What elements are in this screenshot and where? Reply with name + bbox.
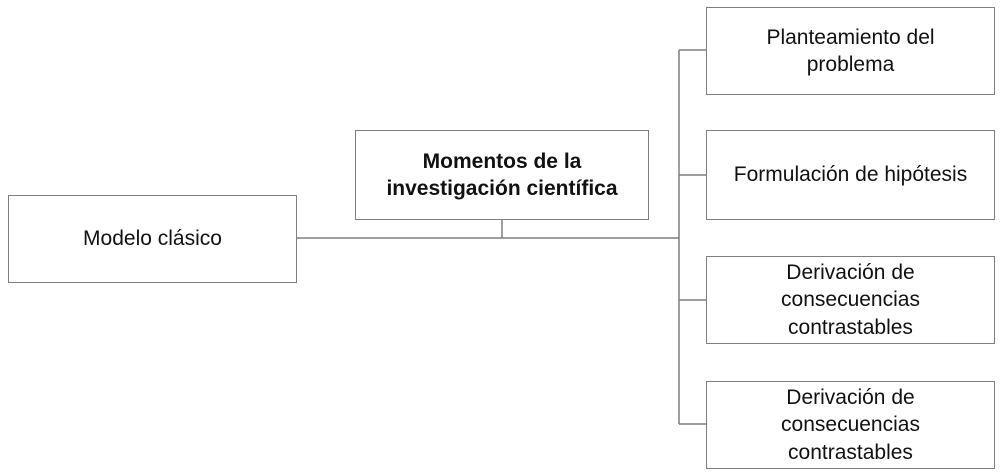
node-label-line-2: problema bbox=[806, 53, 895, 76]
node-formulacion-hipotesis: Formulación de hipótesis bbox=[706, 130, 995, 220]
node-label-line-1: Momentos de la bbox=[422, 149, 582, 173]
node-label-line-2: consecuencias bbox=[781, 413, 920, 437]
node-label-line-1: Derivación de bbox=[786, 261, 915, 285]
node-label-line-1: Planteamiento del bbox=[766, 25, 935, 49]
node-momentos-investigacion: Momentos de la investigación científica bbox=[355, 130, 649, 220]
node-derivacion-consecuencias-1: Derivación de consecuencias contrastable… bbox=[706, 256, 995, 344]
node-label-line-3: contrastables bbox=[788, 315, 913, 339]
node-label-line-2: investigación científica bbox=[386, 177, 618, 200]
node-label-line-1: Derivación de bbox=[786, 386, 915, 410]
node-derivacion-consecuencias-2: Derivación de consecuencias contrastable… bbox=[706, 381, 995, 469]
node-modelo-clasico: Modelo clásico bbox=[8, 195, 297, 283]
node-planteamiento-problema: Planteamiento del problema bbox=[706, 7, 995, 95]
node-label-line-2: consecuencias bbox=[781, 288, 920, 312]
node-label: Modelo clásico bbox=[83, 227, 222, 251]
node-label-line-1: Formulación de hipótesis bbox=[733, 163, 968, 187]
node-label-line-3: contrastables bbox=[788, 440, 913, 464]
